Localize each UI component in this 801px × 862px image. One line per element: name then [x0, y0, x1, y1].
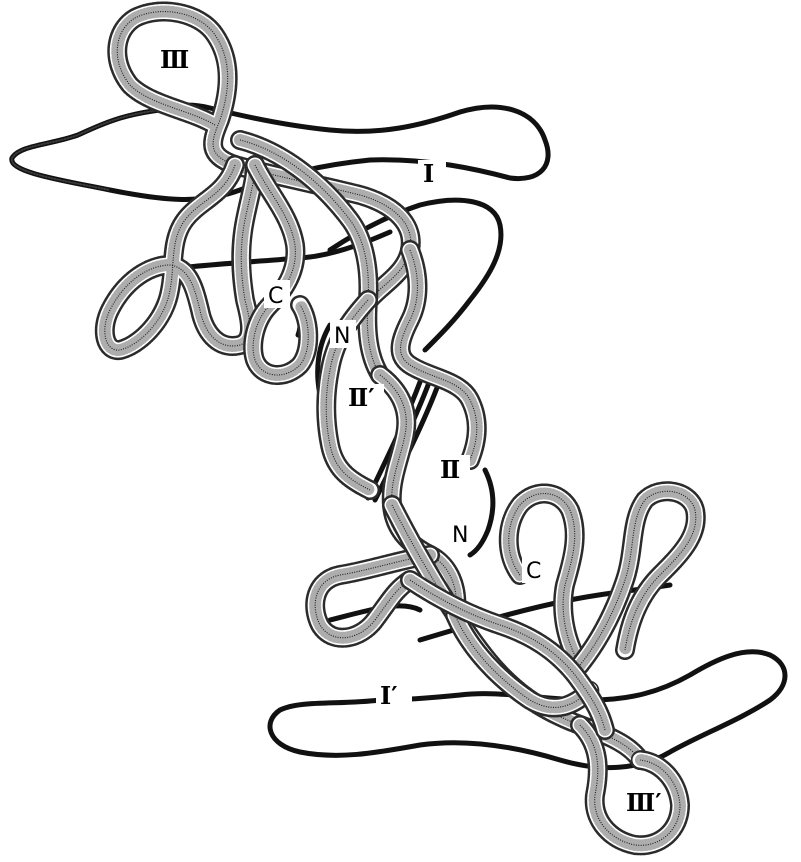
stippled-strands	[105, 12, 696, 846]
label-I-prime: I′	[380, 681, 398, 710]
label-II-prime: Ⅱ′	[348, 383, 375, 412]
label-N-top: N	[334, 324, 350, 349]
label-I: I	[423, 159, 434, 188]
dark-loop-I-shade	[12, 110, 160, 190]
stipple-right-loop-bottom	[580, 491, 696, 665]
label-N-bottom: N	[452, 523, 468, 548]
stipple-C-loop-top	[253, 165, 308, 375]
label-C-bottom: C	[526, 559, 541, 584]
label-C-top: C	[268, 284, 283, 309]
dark-strands-bottom	[270, 470, 785, 768]
label-III: Ⅲ	[160, 45, 189, 74]
stipple-lower-left	[315, 555, 430, 638]
label-III-prime: Ⅲ′	[626, 788, 662, 817]
label-II: Ⅱ	[440, 455, 460, 484]
stipple-right-loop-bottom-stipple	[580, 491, 696, 665]
